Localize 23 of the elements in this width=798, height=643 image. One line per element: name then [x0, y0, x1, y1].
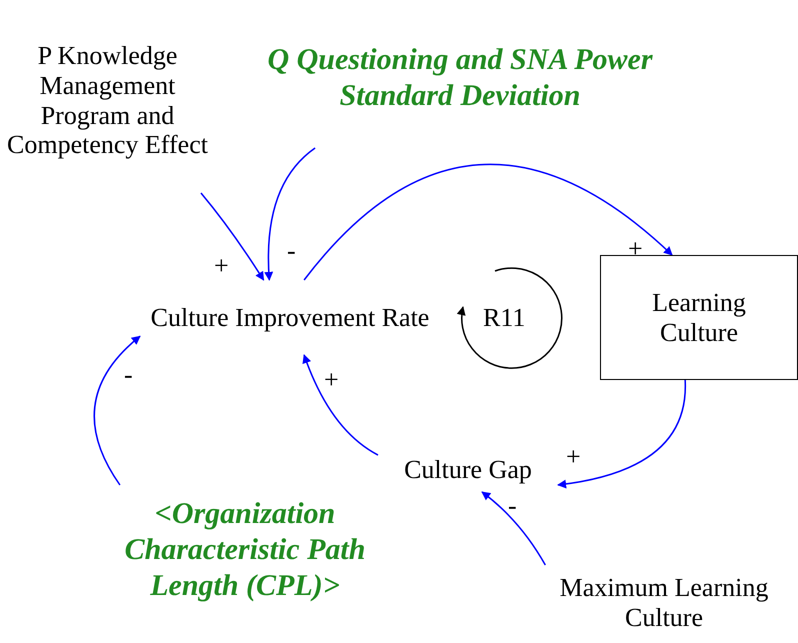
polarity-sign: +: [628, 236, 643, 262]
stock-box: [600, 255, 798, 380]
causal-arrow: [304, 164, 673, 280]
causal-arrow: [264, 147, 316, 281]
variable-label: Culture Improvement Rate: [150, 302, 430, 332]
loop-label: R11: [483, 305, 526, 331]
polarity-sign: -: [287, 238, 296, 264]
causal-arrow: [94, 336, 141, 486]
shadow-variable-label: <Organization Characteristic Path Length (CPL)>: [124, 496, 366, 604]
polarity-sign: +: [566, 444, 581, 470]
variable-label: P Knowledge Management Program and Competency Effect: [6, 40, 209, 160]
causal-arrow: [557, 380, 686, 488]
variable-label: Maximum Learning Culture: [558, 573, 770, 633]
causal-arrow: [200, 192, 264, 281]
polarity-sign: +: [324, 367, 339, 393]
causal-arrow: [481, 491, 546, 566]
polarity-sign: +: [214, 253, 229, 279]
polarity-sign: -: [124, 362, 133, 388]
variable-label: Learning Culture: [651, 288, 747, 348]
polarity-sign: -: [508, 493, 517, 519]
variable-label: Culture Gap: [404, 455, 532, 485]
causal-arrow: [302, 354, 378, 456]
shadow-variable-label: Q Questioning and SNA Power Standard Deviation: [266, 42, 654, 114]
